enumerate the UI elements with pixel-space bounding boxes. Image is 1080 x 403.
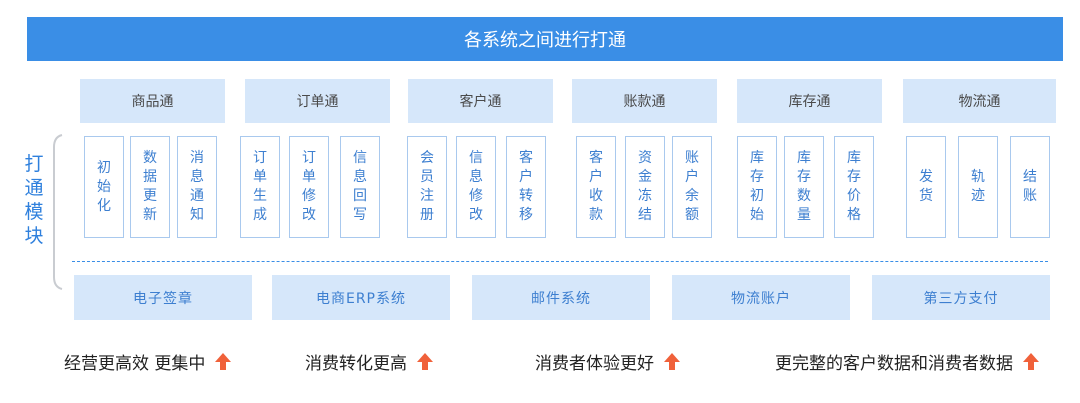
module-card: 订单修改 [289, 136, 329, 238]
module-card: 库存初始 [737, 136, 777, 238]
banner-title: 各系统之间进行打通 [464, 30, 626, 51]
system-tile: 电商ERP系统 [272, 275, 450, 320]
module-card: 账户余额 [672, 136, 712, 238]
benefit-item: 消费者体验更好 [535, 349, 680, 374]
up-arrow-icon [215, 352, 232, 370]
module-card-label: 结账 [1023, 169, 1037, 204]
module-card: 订单生成 [240, 136, 280, 238]
module-card-label: 资金冻结 [638, 150, 652, 223]
title-banner: 各系统之间进行打通 [27, 17, 1063, 61]
system-label: 电子签章 [133, 290, 193, 307]
module-card: 资金冻结 [625, 136, 665, 238]
module-card: 轨迹 [958, 136, 998, 238]
system-tile: 电子签章 [74, 275, 252, 320]
module-card-label: 数据更新 [143, 150, 157, 223]
dashed-divider [72, 261, 1048, 262]
module-card-label: 账户余额 [685, 150, 699, 223]
system-tile: 邮件系统 [472, 275, 650, 320]
system-label: 电商ERP系统 [315, 290, 406, 307]
group-header-物流通: 物流通 [903, 79, 1056, 123]
group-header-商品通: 商品通 [80, 79, 225, 123]
benefit-item: 消费转化更高 [305, 349, 433, 374]
module-card: 消息通知 [177, 136, 217, 238]
benefit-item: 经营更高效 更集中 [64, 349, 232, 374]
group-title: 物流通 [958, 94, 1001, 110]
group-header-库存通: 库存通 [737, 79, 882, 123]
module-card-label: 库存数量 [797, 150, 811, 223]
module-card-label: 客户收款 [589, 150, 603, 223]
module-card: 库存价格 [834, 136, 874, 238]
benefit-text: 消费转化更高 [305, 353, 407, 374]
up-arrow-icon [417, 352, 433, 370]
module-card-label: 客户转移 [519, 150, 533, 223]
module-card: 客户转移 [506, 136, 546, 238]
bracket-line [53, 134, 63, 290]
group-title: 订单通 [296, 94, 339, 110]
up-arrow-icon [664, 352, 680, 370]
system-label: 物流账户 [731, 290, 791, 307]
module-card: 信息回写 [340, 136, 380, 238]
module-card-label: 初始化 [97, 159, 111, 214]
system-tile: 物流账户 [672, 275, 850, 320]
module-card-label: 信息修改 [469, 150, 483, 223]
module-card-label: 发货 [919, 169, 933, 204]
module-card-label: 库存价格 [847, 150, 861, 223]
group-title: 商品通 [131, 94, 174, 110]
module-card: 数据更新 [130, 136, 170, 238]
group-header-账款通: 账款通 [572, 79, 717, 123]
module-card-label: 信息回写 [353, 150, 367, 223]
module-card: 库存数量 [784, 136, 824, 238]
up-arrow-icon [1023, 352, 1039, 370]
system-label: 第三方支付 [923, 290, 999, 307]
group-header-客户通: 客户通 [408, 79, 553, 123]
module-card: 初始化 [84, 136, 124, 238]
system-tile: 第三方支付 [872, 275, 1050, 320]
benefit-item: 更完整的客户数据和消费者数据 [775, 349, 1039, 374]
benefit-text: 经营更高效 更集中 [64, 353, 206, 374]
module-card-label: 消息通知 [190, 150, 204, 223]
system-label: 邮件系统 [531, 290, 591, 307]
side-label: 打通模块 [24, 153, 44, 247]
group-title: 客户通 [459, 94, 502, 110]
module-card: 信息修改 [456, 136, 496, 238]
module-card: 结账 [1010, 136, 1050, 238]
benefit-text: 更完整的客户数据和消费者数据 [775, 353, 1013, 374]
group-title: 库存通 [788, 94, 831, 110]
module-card-label: 订单生成 [253, 150, 267, 223]
module-card: 会员注册 [407, 136, 447, 238]
group-title: 账款通 [623, 94, 666, 110]
module-card-label: 订单修改 [302, 150, 316, 223]
benefit-text: 消费者体验更好 [535, 353, 654, 374]
group-header-订单通: 订单通 [245, 79, 390, 123]
module-card-label: 轨迹 [971, 169, 985, 204]
module-card: 客户收款 [576, 136, 616, 238]
module-card-label: 库存初始 [750, 150, 764, 223]
module-card: 发货 [906, 136, 946, 238]
module-card-label: 会员注册 [420, 150, 434, 223]
